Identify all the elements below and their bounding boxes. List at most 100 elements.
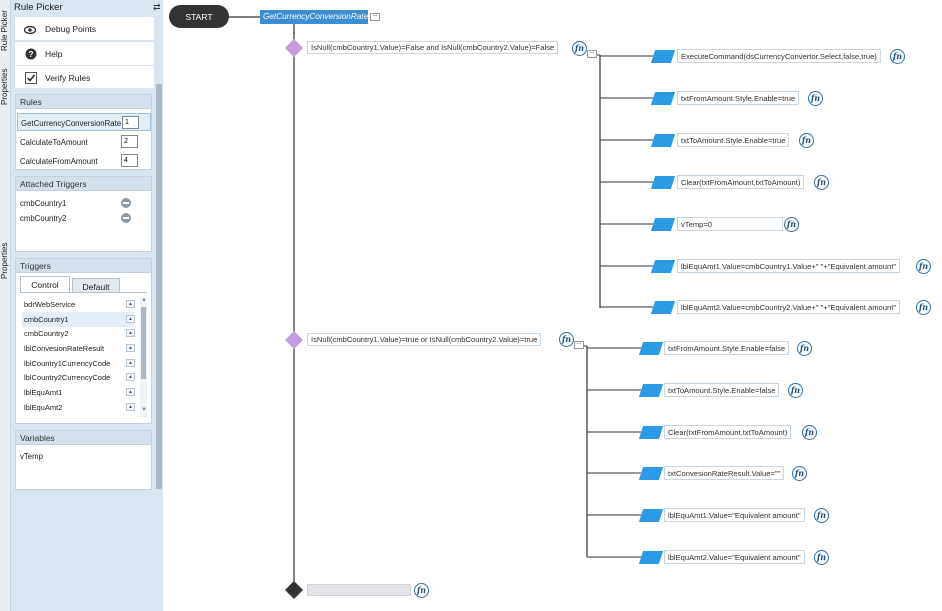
rule-picker-panel: Rule Picker ⇄ Debug Points ? Help Verify… xyxy=(11,0,163,611)
tab-properties-bottom[interactable]: Properties xyxy=(0,242,9,280)
rule-name-node[interactable]: GetCurrencyConversionRate xyxy=(260,10,368,24)
more-options-button[interactable]: ... xyxy=(587,49,597,58)
trigger-list-scrollbar[interactable]: ▲ ▼ xyxy=(140,297,147,417)
trigger-list-item[interactable]: lblCountry1CurrencyCode ▲ xyxy=(22,356,135,371)
action-block-icon xyxy=(650,218,676,231)
add-trigger-button[interactable]: ▲ xyxy=(126,359,135,367)
debug-points-button[interactable]: Debug Points xyxy=(15,17,154,41)
flow-connectors xyxy=(229,16,653,599)
action-expression[interactable]: txtFromAmount.Style.Enable=false xyxy=(664,341,790,355)
pin-icon[interactable]: ⇄ xyxy=(153,2,161,12)
condition-diamond[interactable] xyxy=(285,331,303,349)
remove-trigger-icon[interactable] xyxy=(121,213,131,223)
fn-icon[interactable]: fn xyxy=(808,91,823,106)
more-options-button[interactable]: ... xyxy=(574,340,584,349)
variables-section: Variables vTemp xyxy=(15,430,152,490)
action-expression[interactable]: lblEquAmt2.Value=cmbCountry2.Value+" "+"… xyxy=(677,300,901,314)
add-trigger-button[interactable]: ▲ xyxy=(126,388,135,396)
fn-icon[interactable]: fn xyxy=(814,508,829,523)
action-expression[interactable]: lblEquAmt2.Value="Equivalent amount" xyxy=(664,550,805,564)
fn-icon[interactable]: fn xyxy=(916,259,931,274)
verify-rules-label: Verify Rules xyxy=(45,73,91,83)
trigger-name: lblCountry2CurrencyCode xyxy=(24,373,111,382)
action-block-icon xyxy=(650,50,676,63)
tab-control[interactable]: Control xyxy=(20,276,70,293)
trigger-list-item[interactable]: bdrWebService▲ xyxy=(22,297,135,312)
action-expression[interactable]: lblEquAmt1.Value=cmbCountry1.Value+" "+"… xyxy=(677,259,901,273)
trigger-list-item[interactable]: cmbCountry2 ▲ xyxy=(22,326,135,341)
rule-order-input[interactable] xyxy=(121,135,138,148)
fn-icon[interactable]: fn xyxy=(799,133,814,148)
trigger-list-item[interactable]: cmbCountry1▲ xyxy=(22,312,135,327)
action-block-icon xyxy=(650,134,676,147)
trigger-list-item[interactable]: lblCountry2CurrencyCode ▲ xyxy=(22,370,135,385)
add-trigger-button[interactable]: ▲ xyxy=(126,403,135,411)
fn-icon[interactable]: fn xyxy=(784,217,799,232)
triggers-section: Triggers Control Default bdrWebService▲ … xyxy=(15,258,152,424)
trigger-list-item[interactable]: lblEquAmt1 ▲ xyxy=(22,385,135,400)
fn-icon[interactable]: fn xyxy=(890,49,905,64)
variable-item[interactable]: vTemp xyxy=(20,452,43,461)
fn-icon[interactable]: fn xyxy=(916,300,931,315)
trigger-name: cmbCountry2 xyxy=(24,329,69,338)
fn-icon[interactable]: fn xyxy=(814,550,829,565)
condition-2-expression[interactable]: IsNull(cmbCountry1.Value)=true or IsNull… xyxy=(307,333,542,346)
action-expression[interactable]: Clear(txtFromAmount,txtToAmount) xyxy=(664,425,792,439)
rule-order-input[interactable] xyxy=(121,154,138,167)
attached-triggers-header: Attached Triggers xyxy=(16,177,151,191)
fn-icon[interactable]: fn xyxy=(414,583,429,598)
panel-scrollbar[interactable] xyxy=(156,84,162,489)
tab-default[interactable]: Default xyxy=(72,278,120,293)
tab-rule-picker[interactable]: Rule Picker xyxy=(0,10,9,52)
add-trigger-button[interactable]: ▲ xyxy=(126,329,135,337)
fn-icon[interactable]: fn xyxy=(814,175,829,190)
action-expression[interactable]: Clear(txtFromAmount,txtToAmount) xyxy=(677,175,805,189)
start-node[interactable]: START xyxy=(169,5,229,28)
rule-item[interactable]: GetCurrencyConversionRate xyxy=(17,113,151,131)
condition-diamond[interactable] xyxy=(285,39,303,57)
action-block-icon xyxy=(638,467,664,480)
add-trigger-button[interactable]: ▲ xyxy=(126,373,135,381)
more-options-button[interactable]: ... xyxy=(370,12,380,21)
fn-icon[interactable]: fn xyxy=(572,41,587,56)
help-icon: ? xyxy=(25,48,37,60)
rule-item[interactable]: CalculateFromAmount xyxy=(17,152,151,170)
action-block-icon xyxy=(638,342,664,355)
tab-properties-top[interactable]: Properties xyxy=(0,68,9,106)
scroll-thumb[interactable] xyxy=(141,307,146,379)
rule-name: CalculateToAmount xyxy=(20,138,88,147)
fn-icon[interactable]: fn xyxy=(797,341,812,356)
trigger-name: lblEquAmt1 xyxy=(24,388,63,397)
trigger-name: lblCountry1CurrencyCode xyxy=(24,359,111,368)
action-expression[interactable]: vTemp=0 xyxy=(677,217,783,231)
attached-trigger-item: cmbCountry1 xyxy=(20,199,67,208)
scroll-up-icon[interactable]: ▲ xyxy=(141,297,147,303)
action-expression[interactable]: txtFromAmount.Style.Enable=true xyxy=(677,91,800,105)
help-button[interactable]: ? Help xyxy=(15,42,154,66)
action-expression[interactable]: ExecuteCommand(dsCurrencyConvertor.Selec… xyxy=(677,49,881,63)
scroll-down-icon[interactable]: ▼ xyxy=(141,407,147,413)
fn-icon[interactable]: fn xyxy=(802,425,817,440)
action-expression[interactable]: txtToAmount.Style.Enable=false xyxy=(664,383,780,397)
fn-icon[interactable]: fn xyxy=(559,332,574,347)
condition-3-expression[interactable] xyxy=(307,584,411,596)
rules-header: Rules xyxy=(16,95,151,109)
action-expression[interactable]: txtToAmount.Style.Enable=true xyxy=(677,133,790,147)
trigger-list-item[interactable]: lblEquAmt2▲ xyxy=(22,400,135,415)
add-trigger-button[interactable]: ▲ xyxy=(126,315,135,323)
rules-section: Rules GetCurrencyConversionRate Calculat… xyxy=(15,94,152,170)
condition-1-expression[interactable]: IsNull(cmbCountry1.Value)=False and IsNu… xyxy=(307,41,559,54)
add-trigger-button[interactable]: ▲ xyxy=(126,344,135,352)
rule-item[interactable]: CalculateToAmount xyxy=(17,133,151,151)
remove-trigger-icon[interactable] xyxy=(121,198,131,208)
fn-icon[interactable]: fn xyxy=(788,383,803,398)
action-expression[interactable]: txtConvesionRateResult.Value="" xyxy=(664,466,785,480)
fn-icon[interactable]: fn xyxy=(792,466,807,481)
add-trigger-button[interactable]: ▲ xyxy=(126,300,135,308)
trigger-list-item[interactable]: lblConvesionRateResult▲ xyxy=(22,341,135,356)
rule-name: GetCurrencyConversionRate xyxy=(21,119,122,128)
action-expression[interactable]: lblEquAmt1.Value="Equivalent amount" xyxy=(664,508,805,522)
rule-order-input[interactable] xyxy=(122,116,139,129)
end-diamond[interactable] xyxy=(285,581,303,599)
verify-rules-button[interactable]: Verify Rules xyxy=(15,66,154,89)
